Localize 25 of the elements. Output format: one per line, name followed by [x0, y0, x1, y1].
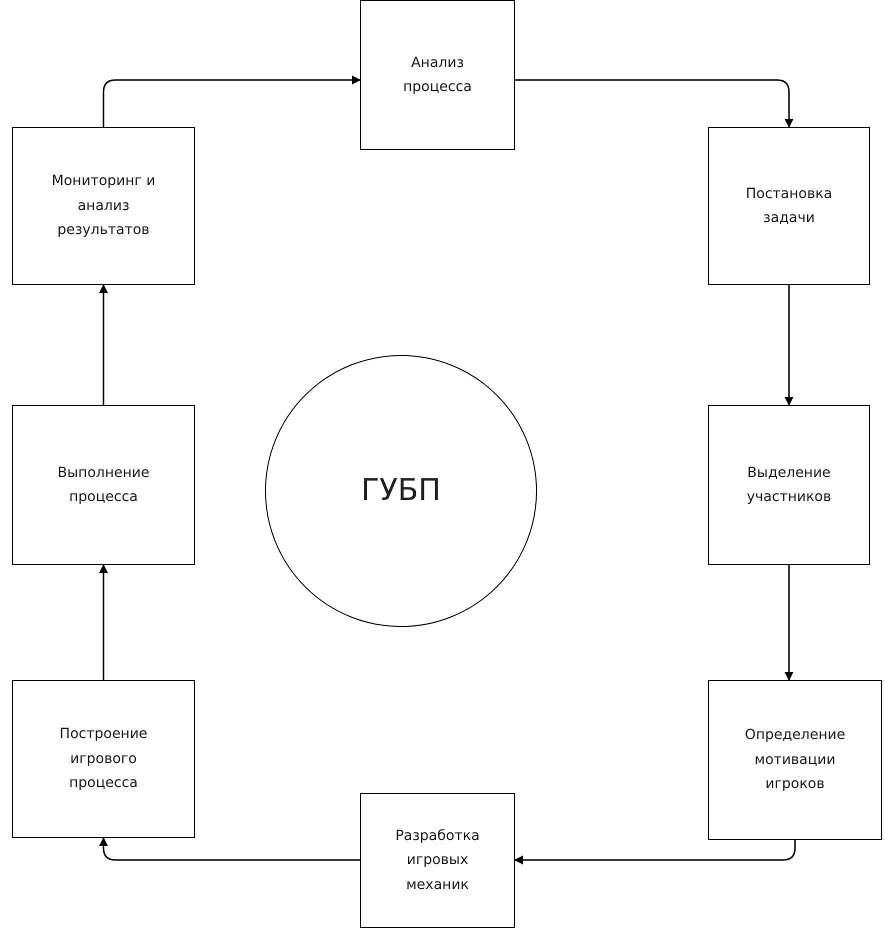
- arrow: [99, 837, 360, 861]
- arrow: [99, 284, 108, 405]
- box-label: Построение игрового процесса: [58, 725, 148, 794]
- process-box: [708, 405, 870, 565]
- arrow: [784, 285, 794, 406]
- box-label: Постановка задачи: [744, 184, 834, 228]
- arrow: [515, 79, 794, 128]
- process-box: [12, 680, 195, 838]
- arrow: [784, 565, 794, 681]
- box-label: Разработка игровых механик: [394, 826, 481, 895]
- process-box: [708, 680, 882, 840]
- process-box: [12, 127, 195, 285]
- arrow: [514, 840, 796, 864]
- process-box: [360, 793, 515, 928]
- box-label: Определение мотивации игроков: [744, 726, 846, 794]
- arrow: [102, 76, 361, 127]
- circle-label: ГУБП: [361, 472, 441, 510]
- box-label: Анализ процесса: [402, 54, 473, 97]
- process-box: [708, 127, 870, 285]
- arrow: [99, 564, 108, 680]
- box-label: Выделение участников: [746, 464, 832, 507]
- process-box: [12, 405, 195, 565]
- box-label: Выполнение процесса: [56, 464, 150, 507]
- box-label: Мониторинг и анализ результатов: [50, 172, 156, 240]
- process-box: [360, 0, 515, 150]
